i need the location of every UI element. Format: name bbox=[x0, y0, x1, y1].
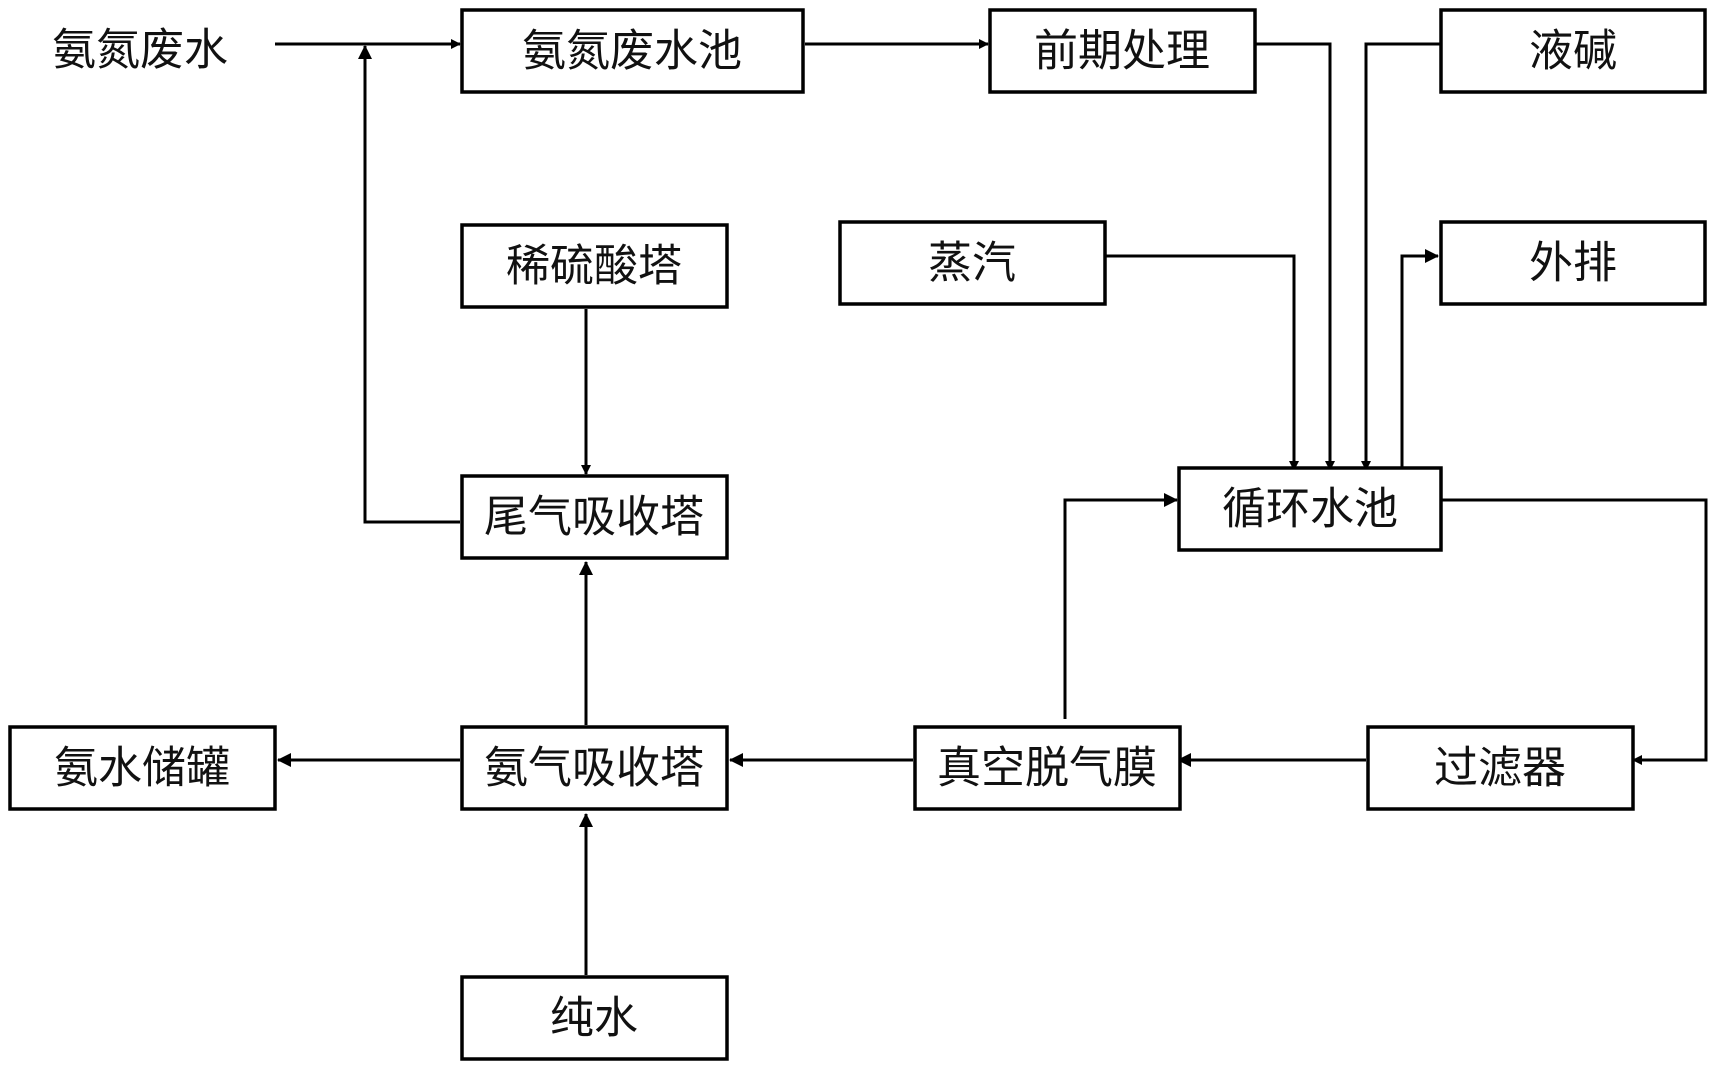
node-filter-label: 过滤器 bbox=[1434, 743, 1566, 794]
node-ammonia-wastewater: 氨氮废水 bbox=[52, 25, 228, 76]
arrow-steam-to-circulating-pool bbox=[1105, 254, 1299, 471]
node-circulating-pool-label: 循环水池 bbox=[1222, 484, 1398, 535]
node-liquid-caustic: 液碱 bbox=[1439, 8, 1707, 94]
node-pure-water: 纯水 bbox=[460, 975, 729, 1061]
node-liquid-caustic-label: 液碱 bbox=[1529, 26, 1617, 77]
flow-lines bbox=[275, 39, 1708, 975]
node-ammonia-absorber-label: 氨气吸收塔 bbox=[484, 743, 704, 794]
node-ammonia-wastewater-label: 氨氮废水 bbox=[52, 25, 228, 76]
node-vacuum-degassing-membrane-label: 真空脱气膜 bbox=[937, 743, 1157, 794]
arrow-pretreatment-to-circulating-pool bbox=[1255, 42, 1335, 471]
node-ammonia-water-tank-label: 氨水储罐 bbox=[54, 743, 230, 794]
node-wastewater-pool: 氨氮废水池 bbox=[460, 8, 805, 94]
node-vacuum-degassing-membrane: 真空脱气膜 bbox=[913, 725, 1182, 811]
node-steam: 蒸汽 bbox=[838, 220, 1107, 306]
node-pure-water-label: 纯水 bbox=[550, 993, 638, 1044]
node-filter: 过滤器 bbox=[1366, 725, 1635, 811]
arrow-membrane-to-circulating-pool bbox=[1063, 493, 1178, 719]
node-wastewater-pool-label: 氨氮废水池 bbox=[522, 26, 742, 77]
node-ammonia-absorber: 氨气吸收塔 bbox=[460, 725, 729, 811]
node-dilute-sulfuric-tower: 稀硫酸塔 bbox=[460, 223, 729, 309]
node-discharge: 外排 bbox=[1439, 220, 1707, 306]
node-steam-label: 蒸汽 bbox=[928, 238, 1016, 289]
node-circulating-pool: 循环水池 bbox=[1177, 466, 1443, 552]
arrow-circulating-pool-to-discharge bbox=[1400, 249, 1439, 468]
arrow-caustic-to-circulating-pool bbox=[1361, 42, 1441, 471]
node-discharge-label: 外排 bbox=[1529, 238, 1617, 289]
arrow-circulating-pool-to-filter bbox=[1441, 498, 1708, 765]
node-ammonia-water-tank: 氨水储罐 bbox=[8, 725, 277, 811]
node-pretreatment: 前期处理 bbox=[988, 8, 1257, 94]
arrow-tail-gas-return-to-wastewater bbox=[358, 45, 460, 524]
node-tail-gas-absorber-label: 尾气吸收塔 bbox=[484, 492, 704, 543]
node-dilute-sulfuric-tower-label: 稀硫酸塔 bbox=[506, 241, 682, 292]
node-pretreatment-label: 前期处理 bbox=[1034, 26, 1210, 77]
node-tail-gas-absorber: 尾气吸收塔 bbox=[460, 474, 729, 560]
